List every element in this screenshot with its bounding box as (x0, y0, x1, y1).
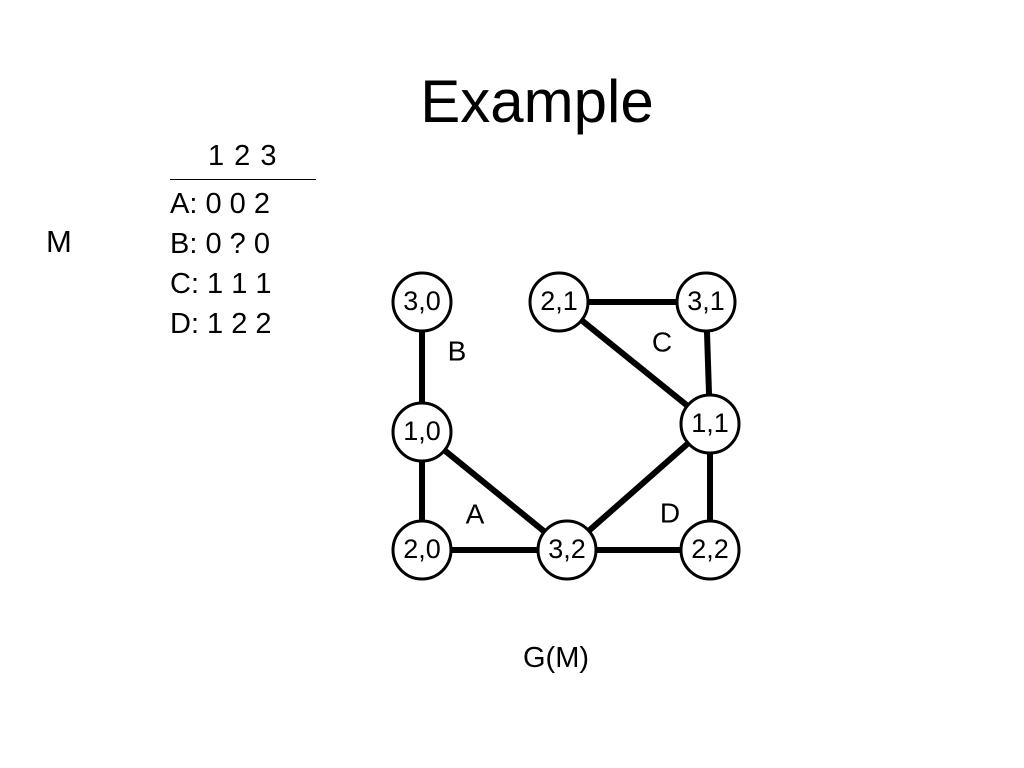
graph-node-label: 3,0 (403, 286, 441, 316)
graph-node-label: 2,0 (403, 534, 441, 564)
graph-node-n22: 2,2 (679, 519, 741, 581)
graph-nodes: 3,0 2,1 3,1 1,0 1,1 2,0 3,2 2,2 (391, 271, 741, 581)
graph-region-label-b: B (448, 335, 467, 366)
graph-node-n31: 3,1 (675, 271, 737, 333)
matrix-row-a: A: 0 0 2 (170, 188, 270, 220)
graph-region-label-c: C (652, 326, 672, 357)
graph-edge-n21-n11 (557, 299, 712, 427)
graph-node-label: 2,2 (691, 534, 729, 564)
graph-node-circle (391, 271, 453, 333)
graph-caption: G(M) (522, 642, 590, 674)
slide-title: Example (420, 68, 654, 135)
graph-node-label: 1,0 (403, 416, 441, 446)
graph-node-label: 3,2 (548, 534, 586, 564)
matrix-column-header: 1 2 3 (208, 140, 277, 172)
graph-node-circle (528, 271, 590, 333)
graph-node-n32: 3,2 (536, 519, 598, 581)
graph-node-n20: 2,0 (391, 519, 453, 581)
graph-node-n10: 1,0 (391, 401, 453, 463)
matrix-row-b: B: 0 ? 0 (170, 228, 270, 260)
matrix-row-c: C: 1 1 1 (170, 268, 272, 300)
graph-node-circle (679, 519, 741, 581)
graph-node-n30: 3,0 (391, 271, 453, 333)
graph-node-label: 1,1 (691, 408, 729, 438)
matrix-row-d: D: 1 2 2 (170, 308, 272, 340)
graph-node-label: 2,1 (540, 286, 578, 316)
graph-region-labels: B C A D (448, 326, 680, 529)
graph-region-label-d: D (660, 497, 680, 528)
graph-node-circle (675, 271, 737, 333)
matrix-label: M (46, 224, 72, 259)
graph-node-n21: 2,1 (528, 271, 590, 333)
matrix-header-rule (170, 179, 316, 180)
graph-node-circle (679, 393, 741, 455)
matrix-rows: A: 0 0 2 B: 0 ? 0 C: 1 1 1 D: 1 2 2 (170, 184, 272, 344)
graph-node-n11: 1,1 (679, 393, 741, 455)
graph-node-circle (391, 519, 453, 581)
graph-node-circle (391, 401, 453, 463)
graph-edge-n10-n32 (420, 429, 569, 553)
graph-node-circle (536, 519, 598, 581)
graph-region-label-a: A (466, 498, 485, 529)
graph-node-label: 3,1 (687, 286, 725, 316)
graph-edge-n32-n11 (565, 421, 712, 553)
